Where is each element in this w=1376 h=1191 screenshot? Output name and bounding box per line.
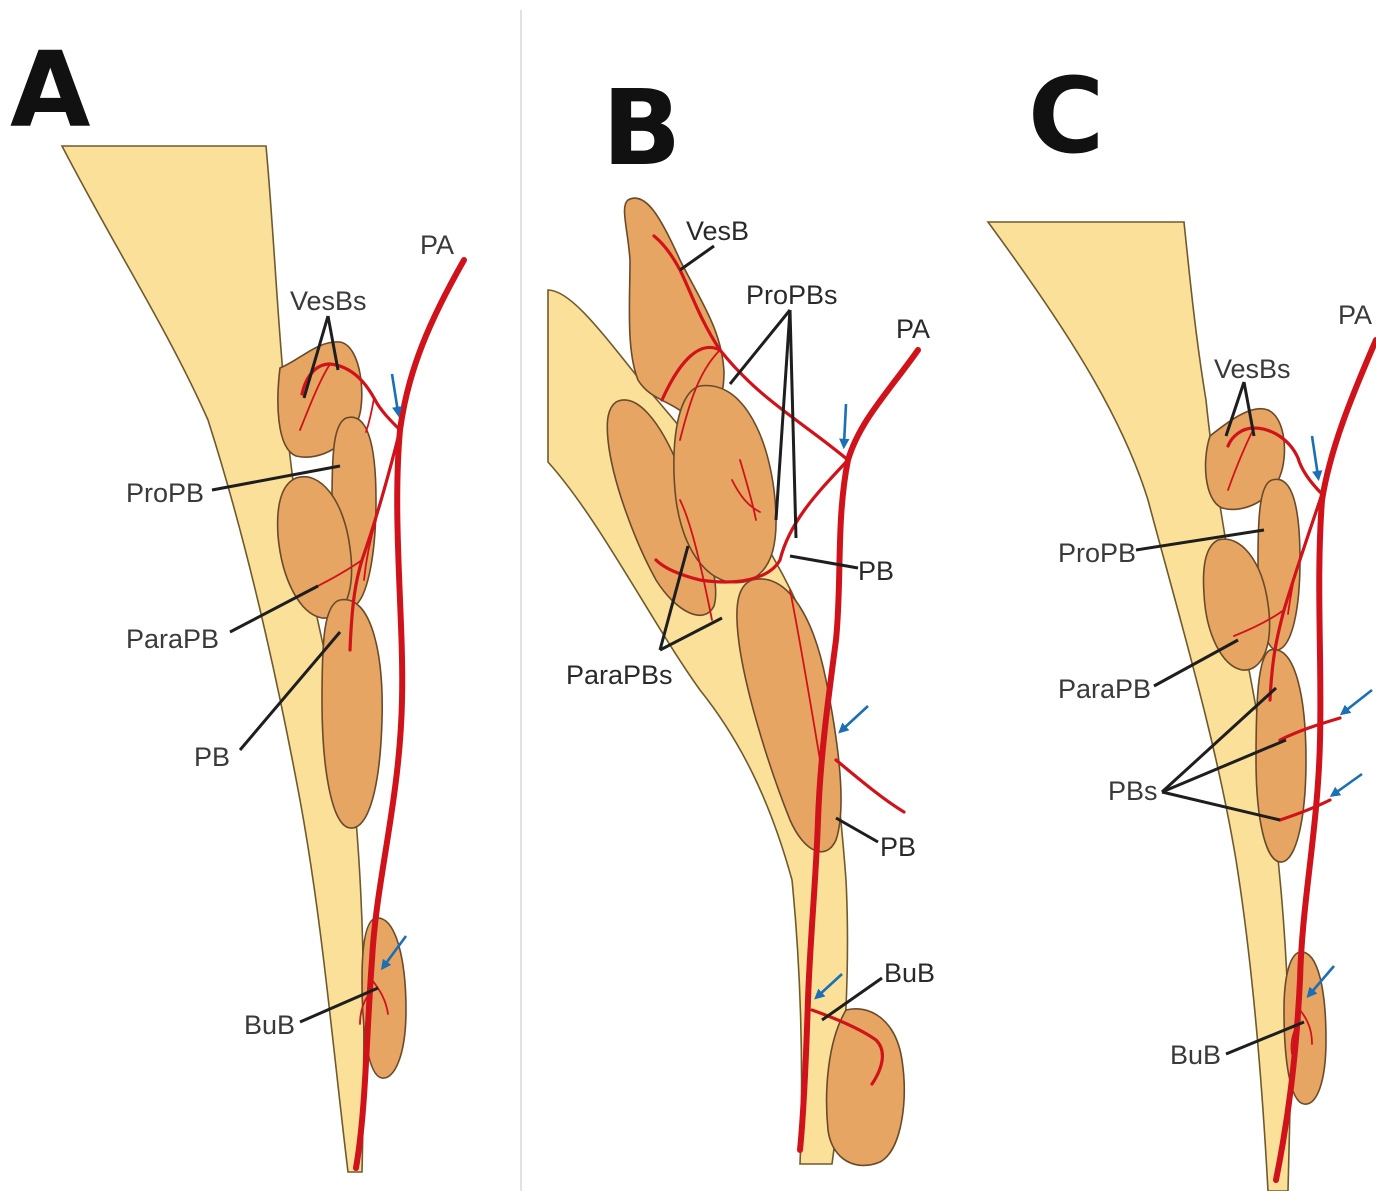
panel-b-leader bbox=[790, 310, 796, 538]
panel-a: A PA VesBs ProPB ParaPB PB BuB bbox=[10, 29, 464, 1172]
panel-c-label-bub: BuB bbox=[1170, 1040, 1221, 1070]
panel-c-arrow-icon bbox=[1334, 774, 1362, 794]
panel-a-letter: A bbox=[10, 29, 91, 151]
panel-c: C PA VesBs ProPB ParaPB PBs Bu bbox=[988, 55, 1376, 1191]
panel-b-label-pb-upper: PB bbox=[858, 556, 894, 586]
panel-b-label-pa: PA bbox=[896, 314, 930, 344]
panel-b-letter: B bbox=[602, 67, 681, 189]
panel-a-arrow-icon bbox=[392, 374, 398, 412]
panel-c-arrow-icon bbox=[1344, 690, 1372, 712]
panel-b-label-bub: BuB bbox=[884, 958, 935, 988]
panel-b: B VesB ProPBs PA PB ParaPBs bbox=[548, 67, 935, 1165]
panel-a-label-pa: PA bbox=[420, 230, 454, 260]
panel-b-arrow-icon bbox=[842, 706, 868, 730]
panel-b-leader bbox=[730, 310, 790, 384]
panel-c-label-parapb: ParaPB bbox=[1058, 674, 1151, 704]
panel-c-label-pa: PA bbox=[1338, 300, 1372, 330]
panel-c-label-propb: ProPB bbox=[1058, 538, 1136, 568]
panel-b-label-vesb: VesB bbox=[686, 216, 749, 246]
panel-c-arrow-icon bbox=[1312, 436, 1318, 476]
panel-a-label-parapb: ParaPB bbox=[126, 624, 219, 654]
panel-a-label-bub: BuB bbox=[244, 1010, 295, 1040]
panel-b-leader bbox=[680, 246, 714, 270]
panel-b-label-parapbs: ParaPBs bbox=[566, 660, 673, 690]
panel-c-label-vesbs: VesBs bbox=[1214, 354, 1291, 384]
panel-a-label-pb: PB bbox=[194, 742, 230, 772]
panel-b-label-pb-lower: PB bbox=[880, 832, 916, 862]
panel-a-label-vesbs: VesBs bbox=[290, 286, 367, 316]
panel-c-letter: C bbox=[1028, 55, 1104, 177]
panel-c-prostate-lower bbox=[1256, 650, 1306, 863]
panel-c-label-pbs: PBs bbox=[1108, 776, 1158, 806]
panel-a-label-propb: ProPB bbox=[126, 478, 204, 508]
panel-b-arrow-icon bbox=[844, 404, 846, 444]
panel-b-branch bbox=[836, 760, 904, 812]
panel-b-leader bbox=[790, 556, 858, 568]
panel-a-twig bbox=[366, 398, 374, 432]
panel-b-label-propbs: ProPBs bbox=[746, 280, 838, 310]
